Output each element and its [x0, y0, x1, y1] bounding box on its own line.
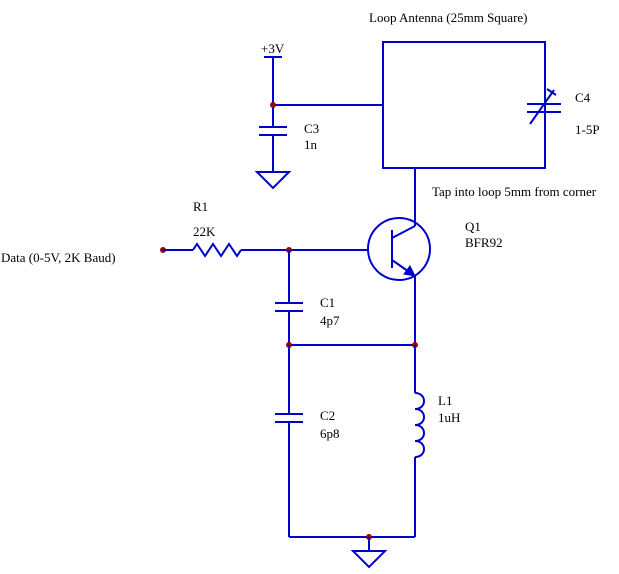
c2-name-label: C2 [320, 408, 335, 423]
c1-name-label: C1 [320, 295, 335, 310]
c2-value-label: 6p8 [320, 426, 340, 441]
c3-name-label: C3 [304, 121, 319, 136]
r1-value-label: 22K [193, 224, 216, 239]
q1-name-label: Q1 [465, 219, 481, 234]
c4-variable-capacitor [527, 88, 561, 125]
c2-capacitor [275, 345, 303, 537]
tap-note-label: Tap into loop 5mm from corner [432, 184, 597, 199]
c3-value-label: 1n [304, 137, 318, 152]
q1-part-label: BFR92 [465, 235, 503, 250]
c1-value-label: 4p7 [320, 313, 340, 328]
loop-antenna [382, 41, 546, 169]
q1-transistor [367, 217, 431, 281]
c4-name-label: C4 [575, 90, 591, 105]
antenna-title-label: Loop Antenna (25mm Square) [369, 10, 528, 25]
l1-name-label: L1 [438, 393, 452, 408]
r1-name-label: R1 [193, 199, 208, 214]
c1-capacitor [275, 250, 303, 345]
r1-resistor [163, 242, 368, 258]
c3-ground-symbol [254, 171, 292, 190]
c3-capacitor [259, 126, 287, 172]
main-ground-symbol [350, 550, 388, 569]
l1-value-label: 1uH [438, 410, 460, 425]
supply-rail-symbol [264, 56, 282, 127]
c4-value-label: 1-5P [575, 122, 600, 137]
junction-supply [270, 102, 276, 108]
l1-inductor [414, 345, 425, 537]
supply-label: +3V [261, 41, 285, 56]
data-input-label: Data (0-5V, 2K Baud) [1, 250, 116, 265]
